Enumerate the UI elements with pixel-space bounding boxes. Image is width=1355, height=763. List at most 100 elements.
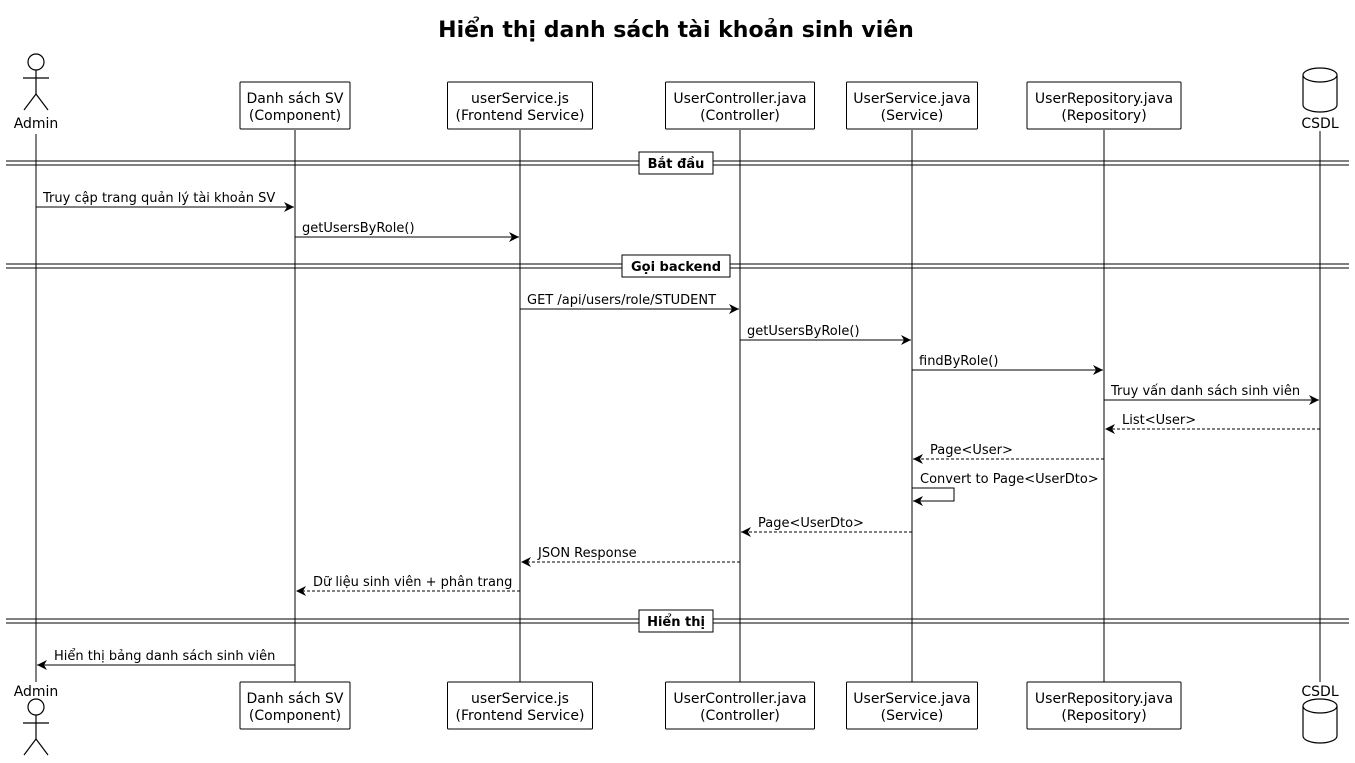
- message: getUsersByRole(): [740, 324, 911, 345]
- message: getUsersByRole(): [295, 221, 519, 242]
- participant-label: (Component): [249, 708, 341, 724]
- participant-label: (Component): [249, 108, 341, 124]
- message: findByRole(): [912, 354, 1103, 375]
- message-label: Truy cập trang quản lý tài khoản SV: [42, 191, 275, 206]
- message: Convert to Page<UserDto>: [912, 472, 1099, 506]
- message-label: Hiển thị bảng danh sách sinh viên: [54, 649, 275, 664]
- message-label: Dữ liệu sinh viên + phân trang: [313, 575, 512, 590]
- actor-head-icon: [27, 53, 45, 71]
- message-label: findByRole(): [919, 354, 998, 369]
- participant-box: [665, 681, 815, 730]
- message: Page<User>: [913, 443, 1104, 464]
- participant-fe: userService.js(Frontend Service): [447, 681, 593, 730]
- participant-label: (Repository): [1061, 708, 1146, 724]
- participant-box: [1026, 81, 1182, 130]
- message-label: Truy vấn danh sách sinh viên: [1110, 384, 1300, 399]
- actor-leg-left: [23, 738, 37, 756]
- participant-db-bottom: CSDL: [1301, 684, 1339, 744]
- database-body: [1302, 706, 1338, 744]
- participant-comp: Danh sách SV(Component): [239, 681, 351, 730]
- message: GET /api/users/role/STUDENT: [520, 293, 739, 314]
- participant-label: UserController.java: [673, 91, 806, 107]
- participant-box: [846, 681, 978, 730]
- database-label: CSDL: [1301, 684, 1338, 700]
- divider: Gọi backend: [6, 254, 1349, 278]
- message: List<User>: [1105, 413, 1320, 434]
- message-label: JSON Response: [537, 546, 637, 561]
- participant-ctrl: UserController.java(Controller): [665, 681, 815, 730]
- participant-box: [239, 681, 351, 730]
- participant-db-top: CSDL: [1301, 67, 1339, 132]
- divider-label: Gọi backend: [631, 260, 721, 275]
- divider-label: Bắt đầu: [648, 157, 705, 172]
- database-body: [1302, 75, 1338, 113]
- participant-svc: UserService.java(Service): [846, 681, 978, 730]
- participant-label: Danh sách SV: [247, 691, 344, 707]
- participant-repo: UserRepository.java(Repository): [1026, 81, 1182, 130]
- participant-box: [846, 81, 978, 130]
- lifelines: [35, 130, 1321, 682]
- participant-repo: UserRepository.java(Repository): [1026, 681, 1182, 730]
- message: Page<UserDto>: [741, 516, 912, 537]
- actor-label: Admin: [14, 116, 59, 132]
- participant-label: Danh sách SV: [247, 91, 344, 107]
- participant-ctrl: UserController.java(Controller): [665, 81, 815, 130]
- participant-box: [447, 681, 593, 730]
- participant-label: (Service): [881, 708, 944, 724]
- divider: Bắt đầu: [6, 151, 1349, 175]
- participant-label: UserRepository.java: [1035, 91, 1173, 107]
- message-label: Convert to Page<UserDto>: [920, 472, 1099, 487]
- message-label: GET /api/users/role/STUDENT: [527, 293, 716, 308]
- divider-box: [638, 151, 714, 175]
- participants-top: Admin Danh sách SV(Component) userService.…: [14, 53, 1339, 132]
- divider-box: [621, 254, 731, 278]
- participant-admin-top: Admin: [14, 53, 59, 132]
- divider-label: Hiển thị: [647, 614, 705, 630]
- message-label: List<User>: [1122, 413, 1196, 428]
- message: Hiển thị bảng danh sách sinh viên: [37, 649, 295, 670]
- divider: Hiển thị: [6, 609, 1349, 633]
- participant-label: UserRepository.java: [1035, 691, 1173, 707]
- messages: Truy cập trang quản lý tài khoản SV getUs…: [36, 191, 1320, 670]
- participant-box: [447, 81, 593, 130]
- message: Dữ liệu sinh viên + phân trang: [296, 575, 520, 596]
- participant-fe: userService.js(Frontend Service): [447, 81, 593, 130]
- message: JSON Response: [521, 546, 740, 567]
- message-label: getUsersByRole(): [747, 324, 860, 339]
- message-arrow: [912, 487, 955, 506]
- participant-box: [1026, 681, 1182, 730]
- participant-label: (Frontend Service): [456, 708, 585, 724]
- participant-label: (Repository): [1061, 108, 1146, 124]
- participant-label: (Service): [881, 108, 944, 124]
- message: Truy vấn danh sách sinh viên: [1104, 384, 1319, 405]
- participant-label: UserController.java: [673, 691, 806, 707]
- participant-box: [665, 81, 815, 130]
- diagram-title: Hiển thị danh sách tài khoản sinh viên: [438, 17, 914, 43]
- message-label: getUsersByRole(): [302, 221, 415, 236]
- divider-box: [638, 609, 714, 633]
- participant-label: (Controller): [700, 108, 780, 124]
- actor-label: Admin: [14, 684, 59, 700]
- participant-comp: Danh sách SV(Component): [239, 81, 351, 130]
- participant-label: (Controller): [700, 708, 780, 724]
- participant-admin-bottom: Admin: [14, 684, 59, 756]
- participants-bottom: Admin Danh sách SV(Component) userService.…: [14, 681, 1339, 756]
- actor-head-icon: [27, 698, 45, 716]
- participant-box: [239, 81, 351, 130]
- participant-label: UserService.java: [853, 691, 970, 707]
- actor-leg-left: [23, 93, 37, 111]
- message-label: Page<User>: [930, 443, 1013, 458]
- participant-svc: UserService.java(Service): [846, 81, 978, 130]
- actor-leg-right: [35, 738, 49, 756]
- database-icon: [1302, 67, 1338, 83]
- message-label: Page<UserDto>: [758, 516, 864, 531]
- database-label: CSDL: [1301, 116, 1338, 132]
- participant-label: UserService.java: [853, 91, 970, 107]
- database-icon: [1302, 698, 1338, 714]
- message: Truy cập trang quản lý tài khoản SV: [36, 191, 294, 212]
- participant-label: userService.js: [471, 691, 569, 707]
- actor-leg-right: [35, 93, 49, 111]
- participant-label: (Frontend Service): [456, 108, 585, 124]
